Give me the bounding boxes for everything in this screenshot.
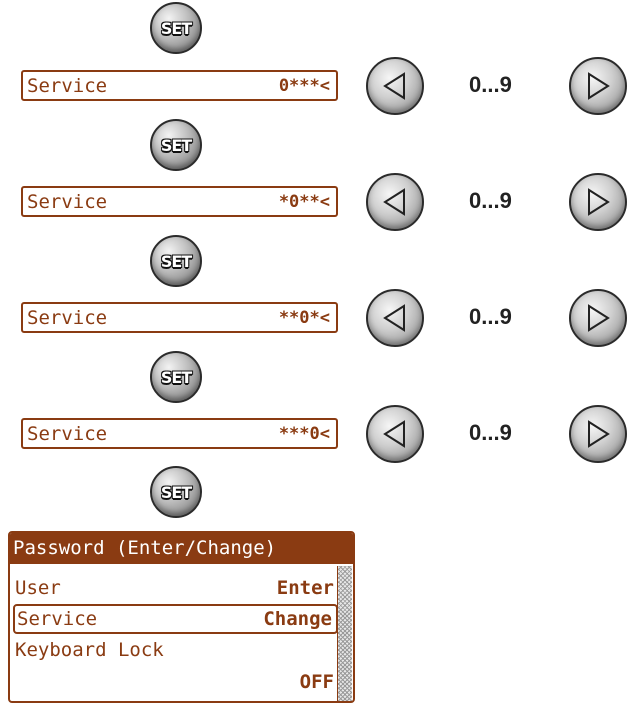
right-arrow-button[interactable] — [569, 57, 627, 115]
menu-item-label: Keyboard Lock — [15, 639, 164, 661]
lcd-code: ***0< — [278, 423, 330, 444]
lcd-label: Service — [27, 74, 108, 97]
triangle-left-icon — [383, 72, 405, 100]
triangle-left-icon — [383, 188, 405, 216]
right-arrow-button[interactable] — [569, 173, 627, 231]
lcd-service-line: Service ***0< — [21, 418, 338, 449]
lcd-code: 0***< — [278, 75, 330, 96]
set-button[interactable]: SET — [150, 466, 202, 518]
set-button-label: SET — [160, 367, 192, 387]
digit-range: 0...9 — [469, 420, 512, 445]
triangle-left-icon — [383, 304, 405, 332]
set-button-label: SET — [160, 18, 192, 38]
menu-item-value: Enter — [276, 577, 334, 599]
triangle-right-icon — [588, 72, 610, 100]
menu-item-keyboard-lock-value[interactable]: OFF — [13, 667, 338, 697]
set-button-label: SET — [160, 251, 192, 271]
menu-item-user[interactable]: User Enter — [13, 573, 338, 603]
lcd-service-line: Service 0***< — [21, 70, 338, 101]
triangle-right-icon — [588, 420, 610, 448]
password-menu-panel: Password (Enter/Change) User Enter Servi… — [8, 531, 355, 703]
set-button-label: SET — [160, 482, 192, 502]
menu-item-value: Change — [263, 608, 332, 630]
menu-item-keyboard-lock[interactable]: Keyboard Lock — [13, 635, 338, 665]
menu-item-label: Service — [17, 608, 98, 630]
right-arrow-button[interactable] — [569, 405, 627, 463]
left-arrow-button[interactable] — [366, 289, 424, 347]
left-arrow-button[interactable] — [366, 405, 424, 463]
panel-title: Password (Enter/Change) — [10, 533, 353, 564]
triangle-right-icon — [588, 188, 610, 216]
set-button[interactable]: SET — [150, 119, 202, 171]
triangle-left-icon — [383, 420, 405, 448]
lcd-label: Service — [27, 306, 108, 329]
left-arrow-button[interactable] — [366, 57, 424, 115]
menu-item-label: User — [15, 577, 61, 599]
triangle-right-icon — [588, 304, 610, 332]
digit-range: 0...9 — [469, 72, 512, 97]
digit-range: 0...9 — [469, 304, 512, 329]
left-arrow-button[interactable] — [366, 173, 424, 231]
right-arrow-button[interactable] — [569, 289, 627, 347]
digit-range: 0...9 — [469, 188, 512, 213]
set-button[interactable]: SET — [150, 2, 202, 54]
menu-item-service[interactable]: Service Change — [13, 604, 338, 634]
menu-item-value: OFF — [299, 671, 334, 693]
lcd-label: Service — [27, 422, 108, 445]
scrollbar[interactable] — [337, 566, 352, 701]
lcd-label: Service — [27, 190, 108, 213]
lcd-code: *0**< — [278, 191, 330, 212]
set-button[interactable]: SET — [150, 235, 202, 287]
lcd-service-line: Service *0**< — [21, 186, 338, 217]
set-button[interactable]: SET — [150, 351, 202, 403]
lcd-service-line: Service **0*< — [21, 302, 338, 333]
set-button-label: SET — [160, 135, 192, 155]
lcd-code: **0*< — [278, 307, 330, 328]
